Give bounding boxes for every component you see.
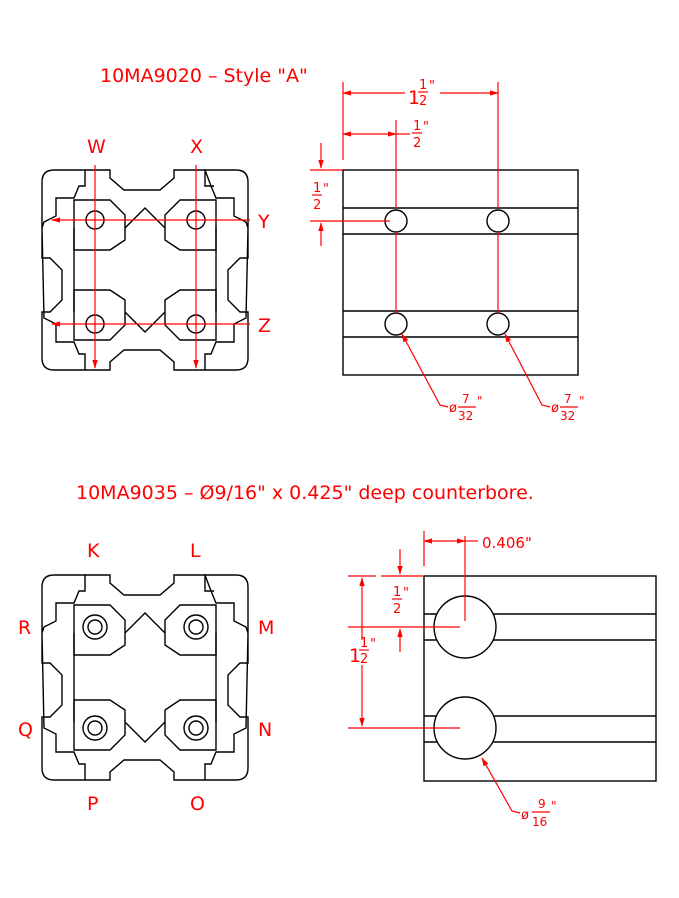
label-q: Q — [18, 719, 33, 741]
cbore-hole-num: 9 — [538, 797, 546, 811]
side-view-b-dims — [348, 531, 521, 814]
cbore-k-r-outer — [82, 614, 108, 640]
hole-left-unit: " — [477, 394, 483, 408]
dim-width-unit: " — [429, 79, 435, 94]
cbore-l-m-outer — [183, 614, 209, 640]
cbore-p-q-inner — [87, 720, 103, 736]
label-r: R — [18, 617, 31, 639]
side-view-a — [342, 169, 579, 376]
hole-left-num: 7 — [462, 392, 470, 406]
label-x: X — [190, 136, 203, 158]
dim-spacing-den: 2 — [360, 652, 368, 667]
hole-left-den: 32 — [458, 409, 473, 423]
dim-width-whole: 1 — [408, 87, 420, 109]
cbore-o-n-outer — [183, 715, 209, 741]
cbore-hole-den: 16 — [532, 815, 547, 829]
dim-offy-unit: " — [323, 182, 329, 197]
profile-b — [41, 574, 249, 781]
label-z: Z — [258, 315, 271, 337]
hole-right-num: 7 — [564, 392, 572, 406]
cbore-k-r-inner — [87, 619, 103, 635]
profile-a — [41, 169, 249, 371]
hole-right-den: 32 — [560, 409, 575, 423]
profile-a-axes — [51, 165, 250, 369]
cbore-o-n-inner — [188, 720, 204, 736]
side-hole-3 — [384, 312, 408, 336]
label-k: K — [87, 540, 100, 562]
dim-offx-den: 2 — [413, 136, 421, 151]
dim-half-num: 1 — [393, 585, 401, 600]
dim-spacing-unit: " — [370, 637, 376, 652]
label-n: N — [258, 719, 272, 741]
dim-half-den: 2 — [393, 602, 401, 617]
cbore-hole-symbol: ø — [521, 808, 529, 823]
top-title: 10MA9020 – Style "A" — [100, 65, 308, 87]
dim-offx-num: 1 — [413, 119, 421, 134]
side-view-b — [423, 575, 657, 782]
dim-spacing-num: 1 — [360, 636, 368, 651]
bottom-title: 10MA9035 – Ø9/16" x 0.425" deep counterb… — [76, 482, 534, 504]
cbore-hole-unit: " — [551, 799, 557, 813]
cbore-l-m-inner — [188, 619, 204, 635]
label-o: O — [190, 793, 205, 815]
label-m: M — [258, 617, 274, 639]
dim-width-den: 2 — [419, 94, 427, 109]
side-hole-2 — [486, 209, 510, 233]
side-view-a-dims — [310, 82, 551, 408]
label-p: P — [87, 793, 98, 815]
dim-offx-unit: " — [423, 120, 429, 135]
label-y: Y — [257, 211, 270, 233]
label-w: W — [87, 136, 106, 158]
label-l: L — [190, 540, 201, 562]
side-hole-4 — [486, 312, 510, 336]
dim-offy-den: 2 — [313, 198, 321, 213]
cbore-p-q-outer — [82, 715, 108, 741]
dim-0406: 0.406" — [482, 534, 532, 552]
hole-left-symbol: ø — [449, 401, 457, 416]
dim-offy-num: 1 — [313, 181, 321, 196]
dim-half-unit: " — [403, 586, 409, 601]
dim-width-num: 1 — [419, 78, 427, 93]
hole-right-unit: " — [579, 394, 585, 408]
dim-spacing-whole: 1 — [349, 645, 361, 667]
hole-right-symbol: ø — [551, 401, 559, 416]
